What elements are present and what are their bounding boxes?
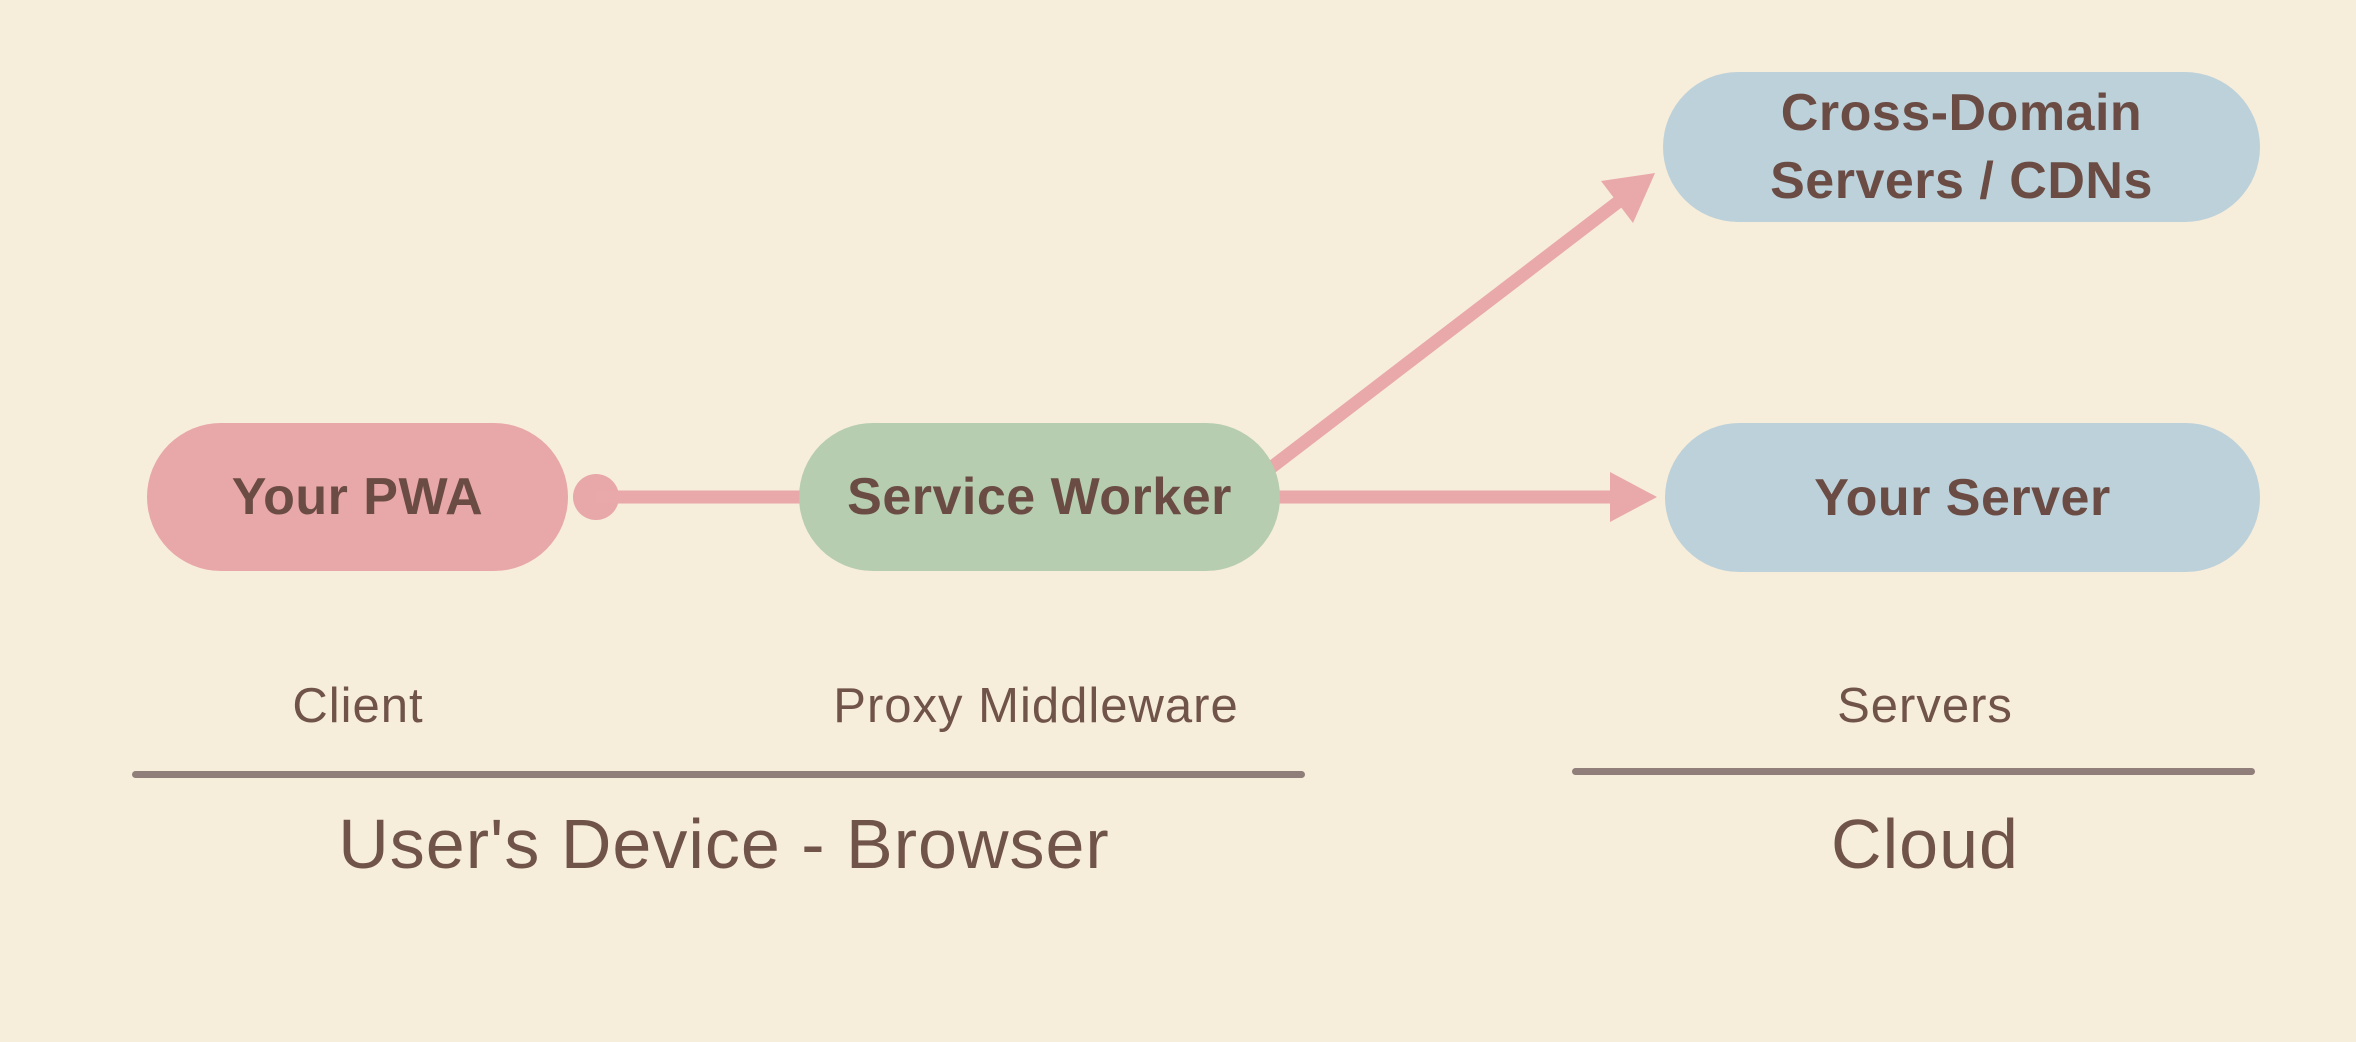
group-label-users-device: User's Device - Browser xyxy=(338,805,1110,883)
sw-to-cdn-arrow-shaft xyxy=(1264,193,1626,476)
divider-cloud xyxy=(1572,768,2255,775)
column-label-client: Client xyxy=(292,679,424,733)
node-your-server-label: Your Server xyxy=(1814,468,2111,527)
node-your-server: Your Server xyxy=(1665,423,2260,572)
node-cross-domain-line1: Cross-Domain xyxy=(1780,84,2143,142)
node-your-pwa: Your PWA xyxy=(147,423,568,571)
sw-to-cdn-arrowhead xyxy=(1601,173,1655,223)
column-label-proxy-middleware: Proxy Middleware xyxy=(833,679,1239,733)
divider-users-device xyxy=(132,771,1305,778)
node-service-worker: Service Worker xyxy=(799,423,1280,571)
node-cross-domain-line2: Servers / CDNs xyxy=(1770,152,2153,210)
group-label-cloud: Cloud xyxy=(1831,805,2019,883)
column-label-servers: Servers xyxy=(1837,679,2013,733)
sw-to-server-arrowhead xyxy=(1610,472,1657,522)
node-service-worker-label: Service Worker xyxy=(847,468,1232,526)
node-your-pwa-label: Your PWA xyxy=(231,468,484,526)
node-cross-domain-servers: Cross-Domain Servers / CDNs xyxy=(1663,72,2260,222)
